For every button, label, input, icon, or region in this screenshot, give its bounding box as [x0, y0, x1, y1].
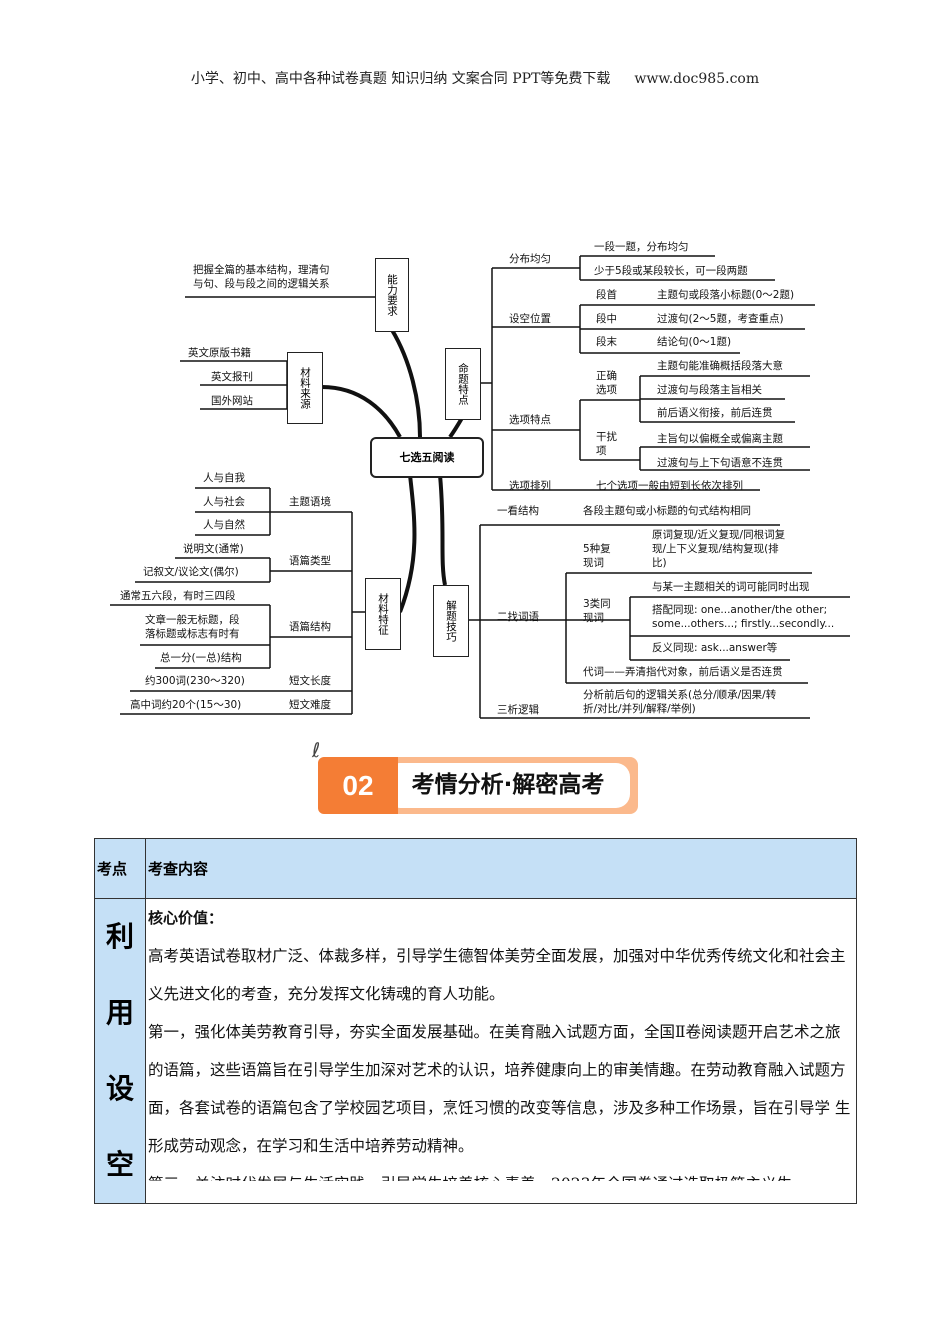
branch-label: 分布均匀: [509, 253, 551, 265]
sub-label: 3类同现词: [583, 598, 611, 624]
sub-label: 正确选项: [596, 370, 617, 396]
mind-map-connectors: [110, 255, 850, 719]
content-cell: 核心价值： 高考英语试卷取材广泛、体裁多样，引导学生德智体美劳全面发展，加强对中…: [145, 898, 857, 1204]
paragraph: 高考英语试卷取材广泛、体裁多样，引导学生德智体美劳全面发展，加强对中华优秀传统文…: [148, 947, 846, 1003]
paragraph: 第一，强化体美劳教育引导，夯实全面发展基础。在美育融入试题方面，全国Ⅱ卷阅读题开…: [148, 1023, 851, 1155]
leaf: 记叙文/议论文(偶尔): [143, 566, 239, 578]
leaf: 过渡句与段落主旨相关: [657, 384, 762, 396]
ability-text: 把握全篇的基本结构，理清句与句、段与段之间的逻辑关系: [193, 264, 330, 290]
leaf: 结论句(0～1题): [657, 336, 732, 348]
leaf: 过渡句与上下句语意不连贯: [657, 457, 783, 469]
branch-label: 语篇类型: [289, 555, 331, 567]
leaf: 过渡句(2～5题，考查重点): [657, 313, 784, 325]
leaf: 各段主题句或小标题的句式结构相同: [583, 505, 751, 517]
swirl-decoration-icon: ℓ: [312, 738, 321, 762]
leaf: 代词——弄清指代对象，前后语义是否连贯: [583, 666, 783, 678]
leaf: 说明文(通常): [183, 543, 244, 555]
leaf: 分析前后句的逻辑关系(总分/顺承/因果/转折/对比/并列/解释/举例): [583, 689, 777, 715]
leaf: 主题句或段落小标题(0～2题): [657, 289, 795, 301]
branch-label: 短文长度: [289, 675, 331, 687]
node-skills: 解题技巧: [433, 585, 469, 657]
node-material: 材料特征: [365, 578, 401, 650]
leaf: 人与自我: [203, 472, 245, 484]
paragraph: 第三，关注时代发展与生活实践，引导学生培养核心素养。2023年全国卷通过选取极简…: [148, 1165, 854, 1181]
source-item: 国外网站: [211, 395, 253, 407]
section-banner: 考情分析·解密高考 02: [318, 757, 638, 814]
branch-label: 二找词语: [497, 611, 539, 623]
node-ability: 能力要求: [375, 258, 409, 332]
branch-label: 语篇结构: [289, 621, 331, 633]
leaf: 约300词(230～320): [145, 675, 245, 687]
leaf: 七个选项一般由短到长依次排列: [596, 480, 743, 492]
branch-label: 短文难度: [289, 699, 331, 711]
point-cell: 利用设空: [94, 898, 146, 1204]
source-item: 英文报刊: [211, 371, 253, 383]
header-content: 考查内容: [145, 838, 857, 899]
node-features: 命题特点: [445, 348, 481, 420]
branch-label: 三析逻辑: [497, 704, 539, 716]
source-item: 英文原版书籍: [188, 347, 251, 359]
leaf: 文章一般无标题，段落标题或标志有时有: [145, 614, 240, 640]
leaf: 主题句能准确概括段落大意: [657, 360, 783, 372]
header-text: 小学、初中、高中各种试卷真题 知识归纳 文案合同 PPT等免费下载: [190, 71, 611, 87]
banner-number: 02: [318, 757, 398, 814]
branch-label: 一看结构: [497, 505, 539, 517]
leaf: 少于5段或某段较长，可一段两题: [594, 265, 748, 277]
node-center: 七选五阅读: [370, 437, 484, 478]
mind-map: 把握全篇的基本结构，理清句与句、段与段之间的逻辑关系 能力要求 材料来源 英文原…: [110, 241, 850, 719]
page-header: 小学、初中、高中各种试卷真题 知识归纳 文案合同 PPT等免费下载 www.doc…: [0, 68, 950, 88]
leaf: 原词复现/近义复现/同根词复现/上下义复现/结构复现(排比): [652, 529, 786, 569]
leaf: 段中: [596, 313, 617, 325]
header-url[interactable]: www.doc985.com: [634, 71, 760, 87]
leaf: 人与社会: [203, 496, 245, 508]
leaf: 人与自然: [203, 519, 245, 531]
leaf: 主旨句以偏概全或偏离主题: [657, 433, 783, 445]
exam-analysis-table: 考点 考查内容 利用设空 核心价值： 高考英语试卷取材广泛、体裁多样，引导学生德…: [94, 838, 857, 1204]
leaf: 高中词约20个(15～30): [130, 699, 242, 711]
content-heading: 核心价值：: [148, 909, 224, 927]
leaf: 段首: [596, 289, 617, 301]
sub-label: 干扰项: [596, 431, 617, 457]
node-source: 材料来源: [287, 352, 323, 424]
leaf: 反义同现: ask...answer等: [652, 642, 778, 654]
header-point: 考点: [94, 838, 146, 899]
table-row: 利用设空 核心价值： 高考英语试卷取材广泛、体裁多样，引导学生德智体美劳全面发展…: [94, 898, 857, 1204]
branch-label: 设空位置: [509, 313, 551, 325]
leaf: 搭配同现: one...another/the other;some...oth…: [652, 604, 835, 630]
branch-label: 选项排列: [509, 480, 551, 492]
leaf: 前后语义衔接，前后连贯: [657, 407, 773, 419]
leaf: 通常五六段，有时三四段: [120, 590, 236, 602]
branch-label: 选项特点: [509, 414, 551, 426]
sub-label: 5种复现词: [583, 543, 611, 569]
branch-label: 主题语境: [289, 496, 331, 508]
table-header-row: 考点 考查内容: [94, 838, 857, 899]
leaf: 总一分(一总)结构: [160, 652, 242, 664]
leaf: 一段一题，分布均匀: [594, 241, 689, 253]
leaf: 段末: [596, 336, 617, 348]
banner-title: 考情分析·解密高考: [386, 763, 630, 808]
leaf: 与某一主题相关的词可能同时出现: [652, 581, 810, 593]
